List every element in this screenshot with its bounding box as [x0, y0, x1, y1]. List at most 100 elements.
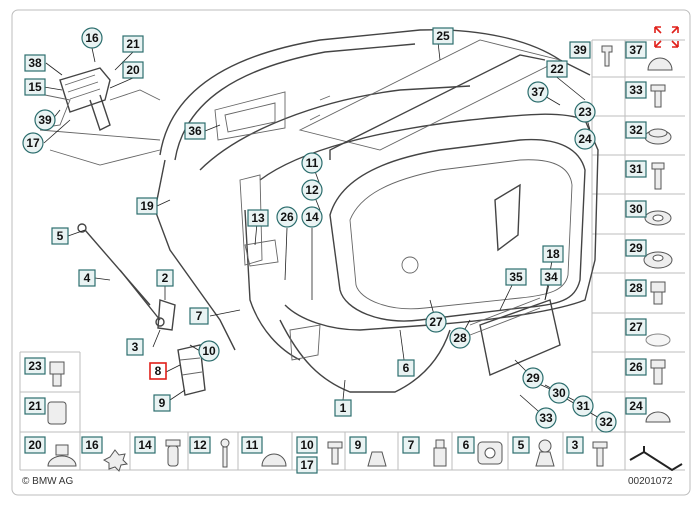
svg-text:30: 30: [629, 202, 643, 216]
callout-37-main[interactable]: 37: [527, 81, 549, 103]
callout-22[interactable]: 22: [546, 60, 568, 78]
screw-icon-33: [650, 84, 666, 108]
callout-31-main[interactable]: 31: [572, 395, 594, 417]
svg-text:26: 26: [629, 360, 643, 374]
svg-text:27: 27: [429, 315, 443, 329]
callout-3-left[interactable]: 3: [126, 338, 144, 356]
callout-33-right[interactable]: 33: [625, 81, 647, 99]
svg-text:3: 3: [132, 340, 139, 354]
callout-32-right[interactable]: 32: [625, 121, 647, 139]
callout-37-right[interactable]: 37: [625, 41, 647, 59]
callout-33-main[interactable]: 33: [535, 407, 557, 429]
svg-text:9: 9: [355, 438, 362, 452]
svg-text:29: 29: [629, 241, 643, 255]
svg-text:23: 23: [578, 105, 592, 119]
callout-21-left[interactable]: 21: [24, 397, 46, 415]
callout-30-right[interactable]: 30: [625, 200, 647, 218]
callout-6-bottom[interactable]: 6: [457, 436, 475, 454]
callout-28-right[interactable]: 28: [625, 279, 647, 297]
callout-20-bottom[interactable]: 20: [24, 436, 46, 454]
callout-11-bottom[interactable]: 11: [241, 436, 263, 454]
callout-18[interactable]: 18: [542, 245, 564, 263]
callout-39-hinge[interactable]: 39: [34, 109, 56, 131]
callout-25[interactable]: 25: [432, 27, 454, 45]
callout-9-bottom[interactable]: 9: [349, 436, 367, 454]
callout-12-main[interactable]: 12: [301, 179, 323, 201]
screw-icon-12: [220, 438, 230, 468]
svg-text:8: 8: [155, 364, 162, 378]
svg-text:10: 10: [300, 438, 314, 452]
callout-23-left[interactable]: 23: [24, 357, 46, 375]
svg-text:5: 5: [518, 438, 525, 452]
callout-27-right[interactable]: 27: [625, 318, 647, 336]
callout-28-main[interactable]: 28: [449, 327, 471, 349]
callout-7[interactable]: 7: [189, 307, 209, 325]
callout-17-hinge[interactable]: 17: [22, 132, 44, 154]
svg-text:39: 39: [38, 113, 52, 127]
callout-36[interactable]: 36: [184, 122, 206, 140]
left-parts-panel: [19, 351, 81, 432]
ring-icon-27: [645, 333, 671, 347]
svg-text:17: 17: [26, 136, 40, 150]
callout-31-right[interactable]: 31: [625, 160, 647, 178]
callout-19[interactable]: 19: [136, 197, 158, 215]
svg-text:21: 21: [126, 37, 140, 51]
svg-text:39: 39: [573, 43, 587, 57]
callout-17-bottom[interactable]: 17: [296, 456, 318, 474]
callout-16-top[interactable]: 16: [81, 27, 103, 49]
callout-24-right[interactable]: 24: [625, 397, 647, 415]
grommet-icon-32: [644, 128, 672, 145]
callout-5-left[interactable]: 5: [51, 227, 69, 245]
callout-30-main[interactable]: 30: [548, 382, 570, 404]
svg-text:37: 37: [531, 85, 545, 99]
callout-16-bottom[interactable]: 16: [81, 436, 103, 454]
callout-10-main[interactable]: 10: [198, 340, 220, 362]
seal-profile-icon: [629, 446, 683, 472]
callout-38[interactable]: 38: [24, 54, 46, 72]
right-panel-parts: [601, 45, 673, 423]
callout-24-main[interactable]: 24: [574, 128, 596, 150]
callout-39-right[interactable]: 39: [569, 41, 591, 59]
callout-5-bottom[interactable]: 5: [512, 436, 530, 454]
svg-text:30: 30: [552, 386, 566, 400]
callout-3-bottom[interactable]: 3: [566, 436, 584, 454]
svg-text:36: 36: [188, 124, 202, 138]
expand-icon[interactable]: [654, 26, 679, 48]
callout-23-main[interactable]: 23: [574, 101, 596, 123]
callout-26-main[interactable]: 26: [276, 206, 298, 228]
callout-29-main[interactable]: 29: [522, 367, 544, 389]
callout-35[interactable]: 35: [505, 268, 527, 286]
callout-1[interactable]: 1: [334, 399, 352, 417]
callout-32-main[interactable]: 32: [595, 411, 617, 433]
callout-9[interactable]: 9: [153, 394, 171, 412]
callout-4[interactable]: 4: [78, 269, 96, 287]
leader-lines: [43, 41, 607, 423]
svg-text:38: 38: [28, 56, 42, 70]
callout-14-main[interactable]: 14: [301, 206, 323, 228]
svg-text:34: 34: [544, 270, 558, 284]
svg-text:15: 15: [28, 80, 42, 94]
callout-21-top[interactable]: 21: [122, 35, 144, 53]
callout-20-top[interactable]: 20: [122, 61, 144, 79]
svg-text:6: 6: [403, 361, 410, 375]
callout-12-bottom[interactable]: 12: [189, 436, 211, 454]
callout-13[interactable]: 13: [247, 209, 269, 227]
outer-frame: [11, 9, 691, 496]
callout-15[interactable]: 15: [24, 78, 46, 96]
callout-26-right[interactable]: 26: [625, 358, 647, 376]
svg-text:23: 23: [28, 359, 42, 373]
callout-11-main[interactable]: 11: [301, 152, 323, 174]
left-panel-parts: [47, 361, 67, 425]
callout-7-bottom[interactable]: 7: [402, 436, 420, 454]
svg-text:28: 28: [453, 331, 467, 345]
callout-14-bottom[interactable]: 14: [134, 436, 156, 454]
callout-29-right[interactable]: 29: [625, 239, 647, 257]
callout-8-highlighted[interactable]: 8: [149, 362, 167, 380]
callout-10-bottom[interactable]: 10: [296, 436, 318, 454]
screw-icon-3: [592, 441, 608, 467]
callout-27-main[interactable]: 27: [425, 311, 447, 333]
svg-text:10: 10: [202, 344, 216, 358]
callout-6-main[interactable]: 6: [397, 359, 415, 377]
callout-34[interactable]: 34: [540, 268, 562, 286]
callout-2[interactable]: 2: [156, 269, 174, 287]
